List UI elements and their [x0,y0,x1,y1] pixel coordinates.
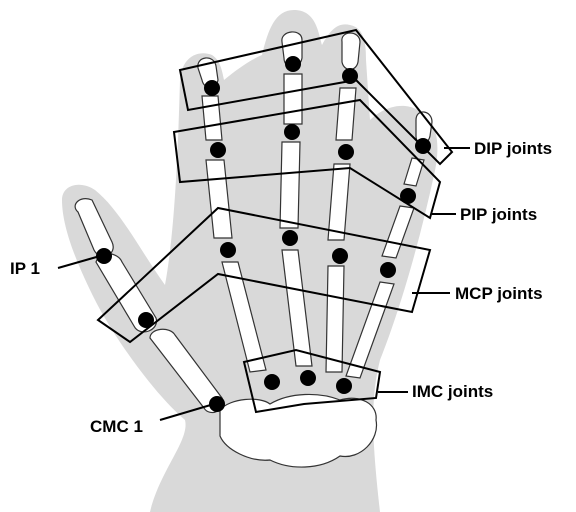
dip-joint-marker [285,56,301,72]
cmc1-label: CMC 1 [90,417,143,436]
mcp-joint-marker [282,230,298,246]
imc-joint-marker [300,370,316,386]
middle-proximal-phalanx [280,142,300,228]
dip-joint-marker [415,138,431,154]
pip-joint-marker [284,124,300,140]
mcp-joint-marker [220,242,236,258]
ring-metacarpal [326,266,344,372]
index-middle-phalanx [202,96,222,140]
imc-joint-marker [336,378,352,394]
pip-joints-label: PIP joints [460,205,537,224]
ring-distal-phalanx [342,33,360,70]
mcp-joint-marker [332,248,348,264]
ring-middle-phalanx [336,88,356,140]
pip-joint-marker [400,188,416,204]
pip-joint-marker [210,142,226,158]
imc-joint-marker [264,374,280,390]
mcp-joint-marker [380,262,396,278]
dip-joints-label: DIP joints [474,139,552,158]
cmc1-joint-marker [209,396,225,412]
mcp-joints-label: MCP joints [455,284,543,303]
pip-joint-marker [338,144,354,160]
dip-joint-marker [204,80,220,96]
ip1-label: IP 1 [10,259,40,278]
imc-joints-label: IMC joints [412,382,493,401]
mcp1-joint-marker [138,312,154,328]
ip1-joint-marker [96,248,112,264]
middle-middle-phalanx [284,74,302,124]
dip-joint-marker [342,68,358,84]
